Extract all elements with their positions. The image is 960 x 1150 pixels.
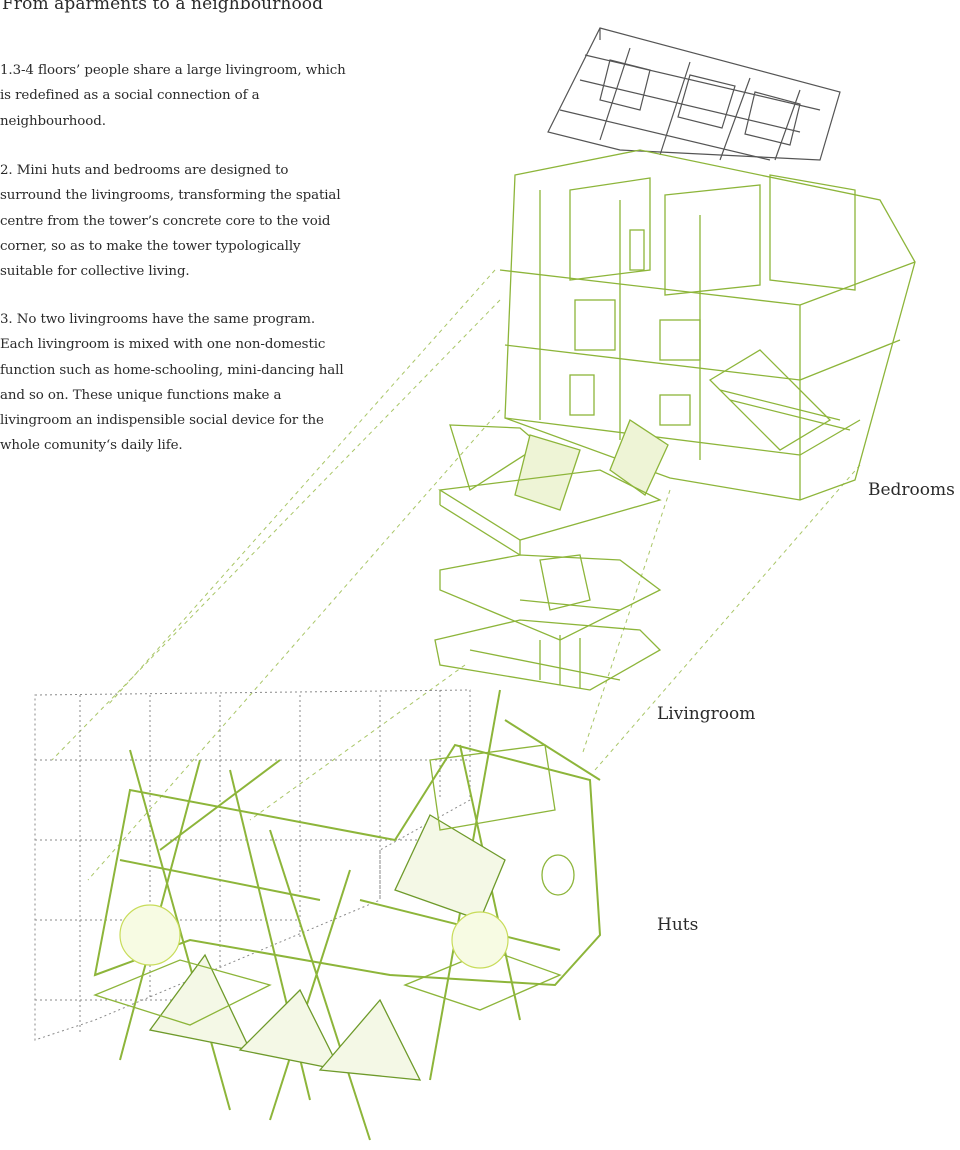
paragraph-3: 3. No two livingrooms have the same prog… xyxy=(0,312,344,454)
livingroom-module xyxy=(434,419,669,691)
page-title: From aparments to a neighbourhood xyxy=(2,0,324,14)
projection-lines xyxy=(51,269,861,881)
trees xyxy=(119,904,509,969)
roof-grid xyxy=(547,27,841,161)
dotted-frame xyxy=(34,689,471,1041)
label-huts: Huts xyxy=(657,915,699,935)
paragraph-2: 2. Mini huts and bedrooms are designed t… xyxy=(0,163,341,280)
paragraph-1: 1.3-4 floors’ people share a large livin… xyxy=(0,63,346,129)
label-bedrooms: Bedrooms xyxy=(868,480,955,500)
bedrooms-block xyxy=(499,149,916,501)
label-livingroom: Livingroom xyxy=(657,704,756,724)
hut-roofs xyxy=(148,814,506,1081)
